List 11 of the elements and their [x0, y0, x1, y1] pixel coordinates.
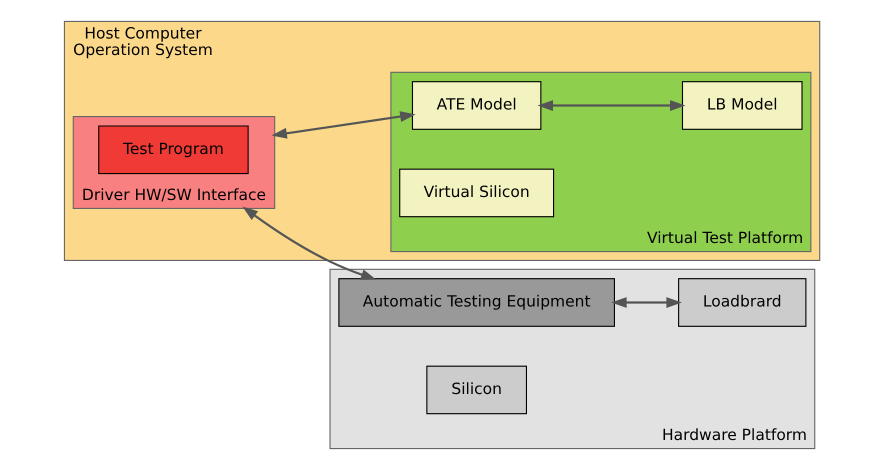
node-box: LB Model — [682, 81, 803, 130]
arrow — [242, 206, 376, 280]
arrow — [271, 111, 416, 139]
arrow — [611, 297, 682, 308]
node-box: Silicon — [426, 366, 527, 414]
node-box: Virtual Silicon — [399, 168, 554, 218]
node-box: Test Program — [98, 125, 249, 174]
node-box: ATE Model — [412, 81, 542, 130]
node-box: Loadbrard — [678, 278, 806, 327]
arrow — [538, 100, 686, 111]
node-box: Automatic Testing Equipment — [338, 278, 615, 327]
